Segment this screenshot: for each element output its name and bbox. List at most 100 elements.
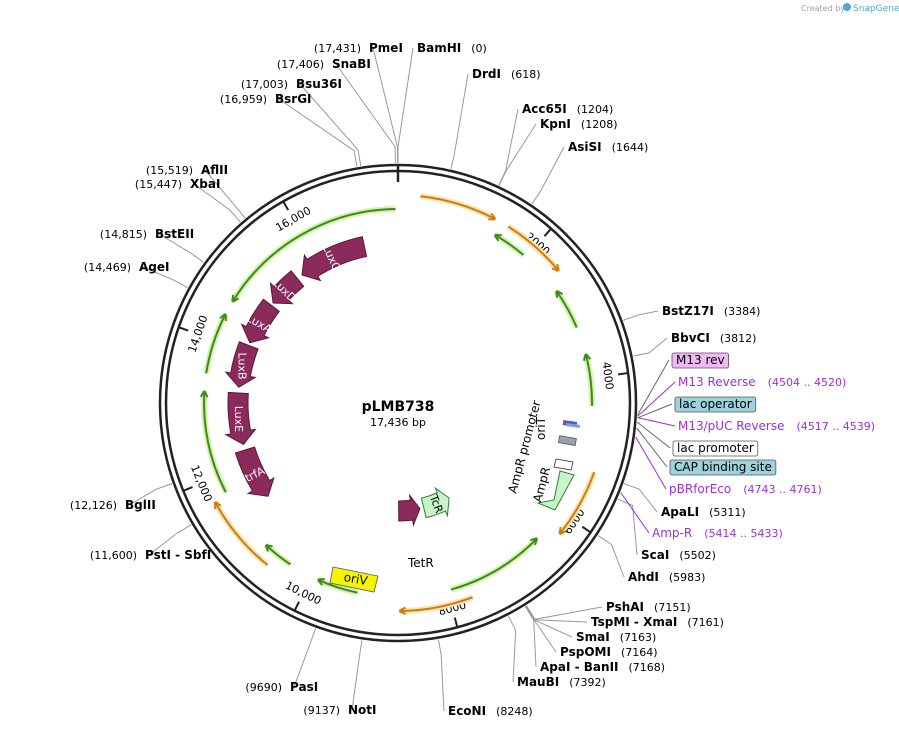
site-kpni: KpnI(1208) [540, 117, 617, 131]
site-position: (618) [511, 68, 541, 81]
orf-arc [205, 313, 227, 374]
gene-label-luxe: LuxE [232, 406, 245, 432]
site-snabi: SnaBI(17,406) [277, 57, 371, 71]
orf-arc-head [264, 543, 273, 552]
lac-promoter-marker [557, 435, 577, 446]
site-smai: SmaI(7163) [576, 630, 656, 644]
site-position: (5983) [669, 571, 706, 584]
orf-arc-glow [450, 536, 540, 593]
feature-range: (4517 .. 4539) [797, 420, 876, 433]
site-leader-econi [438, 639, 445, 712]
gene-tetr [398, 493, 421, 528]
primer-arc-head [214, 501, 222, 510]
site-bsrgi: BsrGI(16,959) [220, 92, 312, 106]
site-position: (17,406) [277, 58, 324, 71]
feature-m13-puc-reverse: M13/pUC Reverse(4517 .. 4539) [678, 419, 875, 433]
plasmid-name: pLMB738 [362, 399, 435, 415]
feature-leader-m13-rev [637, 359, 670, 416]
site-name: BsrGI [275, 92, 312, 106]
primer-arc-head [398, 606, 407, 616]
site-name: AflII [201, 163, 228, 177]
site-leader-apali [623, 483, 658, 513]
feature-leader-m13-puc-reverse [637, 417, 676, 427]
feature-leader-cap-binding-site [636, 427, 668, 468]
site-position: (9690) [245, 681, 282, 694]
site-xbai: XbaI(15,447) [135, 177, 220, 191]
tick-label-2000: 2000 [523, 230, 553, 258]
site-acc65i: Acc65I(1204) [522, 102, 613, 116]
site-name: PmeI [369, 41, 403, 55]
tick-2000 [543, 228, 552, 237]
primer-arc-glow [420, 193, 497, 222]
site-leader-psti-sbfi [148, 524, 192, 556]
site-position: (14,469) [84, 261, 131, 274]
site-name: BamHI [417, 41, 461, 55]
feature-box [672, 440, 759, 457]
site-bstz17i: BstZ17I(3384) [662, 304, 760, 318]
site-leader-maubi [507, 615, 517, 683]
credit-brand: SnapGene [853, 4, 899, 14]
oriv-box [329, 566, 379, 593]
primer-arc [420, 195, 496, 220]
feature-range: (5414 .. 5433) [704, 527, 783, 540]
site-leader-pmei [372, 47, 399, 164]
feature-label: pBRforEco [669, 482, 731, 496]
site-econi: EcoNI(8248) [448, 704, 533, 718]
orf-arc-head [219, 313, 227, 322]
feature-label: lac promoter [677, 441, 754, 455]
site-apai-banii: ApaI - BanII(7168) [540, 660, 665, 674]
tick-10000 [293, 601, 300, 612]
site-name: EcoNI [448, 704, 486, 718]
site-position: (7164) [621, 646, 658, 659]
site-name: BstZ17I [662, 304, 714, 318]
site-position: (11,600) [90, 549, 137, 562]
feature-box [671, 352, 729, 369]
site-position: (0) [471, 42, 487, 55]
gene-luxa [240, 298, 280, 344]
primer-arc [399, 596, 473, 612]
feature-leader-lac-promoter [636, 421, 671, 449]
site-position: (5502) [679, 549, 716, 562]
feature-box [674, 396, 757, 413]
site-leader-bamhi [397, 47, 414, 163]
lac-operator-marker [565, 423, 581, 428]
feature-label: CAP binding site [674, 460, 772, 474]
site-position: (15,447) [135, 178, 182, 191]
feature-leader-lac-operator [637, 403, 673, 419]
site-pmei: PmeI(17,431) [314, 41, 403, 55]
site-maubi: MauBI(7392) [517, 675, 606, 689]
site-name: NotI [348, 703, 377, 717]
site-position: (1204) [577, 103, 614, 116]
ampr-arrow [536, 470, 575, 511]
site-name: ScaI [641, 548, 669, 562]
site-name: KpnI [540, 117, 571, 131]
site-bsu36i: Bsu36I(17,003) [241, 77, 342, 91]
site-name: BglII [125, 498, 156, 512]
feature-range: (4743 .. 4761) [743, 483, 822, 496]
feature-lac-promoter: lac promoter [672, 440, 759, 457]
site-name: Bsu36I [296, 77, 342, 91]
site-leader-scai [617, 498, 638, 556]
site-name: PspOMI [560, 645, 611, 659]
primer-arc-head [558, 526, 567, 535]
site-name: ApaLI [661, 505, 699, 519]
site-leader-xbai [193, 183, 241, 223]
tick-label-14000: 14,000 [186, 314, 211, 355]
tick-16000 [282, 200, 290, 211]
site-drdi: DrdI(618) [472, 67, 541, 81]
site-pshai: PshAI(7151) [606, 600, 691, 614]
site-name: BbvCI [671, 331, 710, 345]
site-name: PstI - SbfI [145, 548, 211, 562]
site-name: AsiSI [568, 140, 602, 154]
gene-label-luxb: LuxB [235, 353, 248, 380]
site-pasi: PasI(9690) [245, 680, 318, 694]
site-leader-apai-banii [524, 606, 537, 668]
site-ahdi: AhdI(5983) [628, 570, 705, 584]
feature-box [669, 459, 777, 476]
site-name: ApaI - BanII [540, 660, 619, 674]
restriction-sites: BamHI (0) DrdI(618) Acc65I(1204)KpnI(1208) A… [70, 41, 761, 718]
site-name: SmaI [576, 630, 610, 644]
site-position: (7392) [569, 676, 606, 689]
